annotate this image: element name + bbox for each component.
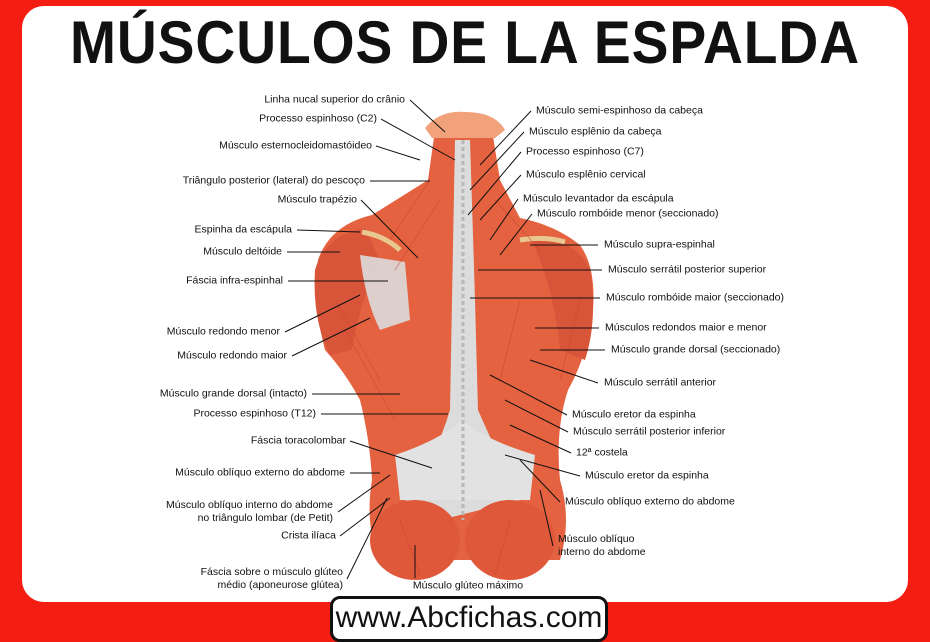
label-right-1: Músculo semi-espinhoso da cabeça xyxy=(536,104,703,117)
leader-line xyxy=(489,374,568,416)
leader-line xyxy=(479,174,522,221)
leader-line xyxy=(380,118,456,161)
label-right-14: Músculo serrátil posterior inferior xyxy=(573,425,726,438)
leader-line xyxy=(479,110,532,166)
label-right-6: Músculo rombóide menor (seccionado) xyxy=(537,207,719,220)
leader-line xyxy=(349,440,433,469)
page-title: MÚSCULOS DE LA ESPALDA xyxy=(69,9,860,76)
leader-line xyxy=(337,474,391,513)
label-right-2: Músculo esplênio da cabeça xyxy=(529,125,662,138)
label-right-3: Processo espinhoso (C7) xyxy=(526,145,644,158)
label-left-7: Músculo deltóide xyxy=(203,245,282,258)
label-right-12: Músculo serrátil anterior xyxy=(604,376,717,389)
label-left-11: Músculo grande dorsal (intacto) xyxy=(159,387,307,400)
label-right-4: Músculo esplênio cervical xyxy=(526,168,646,181)
right-gluteus xyxy=(465,500,555,580)
label-left-16: Crista ilíaca xyxy=(281,529,336,542)
label-right-10: Músculos redondos maior e menor xyxy=(605,321,767,334)
label-left-8: Fáscia infra-espinhal xyxy=(186,274,283,287)
left-gluteus xyxy=(370,500,460,580)
leader-line xyxy=(360,199,419,259)
body-figure xyxy=(314,111,594,580)
leader-line xyxy=(489,198,519,241)
leader-line xyxy=(509,424,572,454)
back-muscles-illustration xyxy=(284,99,605,580)
label-left-10: Músculo redondo maior xyxy=(177,349,287,362)
label-right-13: Músculo eretor da espinha xyxy=(572,408,696,421)
label-right-7: Músculo supra-espinhal xyxy=(604,238,715,251)
thoracolumbar-fascia xyxy=(395,420,535,500)
leader-line xyxy=(539,489,554,547)
leader-line xyxy=(469,131,525,191)
leader-line xyxy=(339,497,391,537)
label-right-15: 12ª costela xyxy=(576,446,628,459)
label-right-5: Músculo levantador da escápula xyxy=(523,192,674,205)
label-right-9: Músculo rombóide maior (seccionado) xyxy=(606,291,784,304)
label-left-5: Músculo trapézio xyxy=(277,193,357,206)
infraspinous-fascia xyxy=(360,255,410,330)
leader-line xyxy=(291,317,371,357)
website-banner[interactable]: www.Abcfichas.com xyxy=(330,596,608,642)
leader-line xyxy=(284,294,361,333)
label-left-9: Músculo redondo menor xyxy=(166,325,280,338)
leader-line xyxy=(467,151,522,216)
leader-line xyxy=(409,99,446,133)
label-bottom-gluteus-maximus: Músculo glúteo máximo xyxy=(412,579,524,592)
leader-line xyxy=(504,399,569,433)
scapular-spine-right xyxy=(519,235,566,245)
label-left-13: Fáscia toracolombar xyxy=(250,434,346,447)
label-left-2: Processo espinhoso (C2) xyxy=(259,112,377,125)
leader-lines xyxy=(284,99,605,580)
leader-line xyxy=(529,359,599,384)
leader-line xyxy=(519,459,561,503)
label-right-16: Músculo eretor da espinha xyxy=(585,469,709,482)
leader-line xyxy=(346,497,388,580)
label-left-4: Triângulo posterior (lateral) do pescoço xyxy=(182,174,365,187)
leader-line xyxy=(504,454,581,477)
label-left-6: Espinha da escápula xyxy=(194,223,293,236)
scapular-spine-left xyxy=(361,229,402,252)
label-left-12: Processo espinhoso (T12) xyxy=(193,407,316,420)
leader-line xyxy=(375,145,421,161)
label-right-17: Músculo oblíquo externo do abdome xyxy=(565,495,735,508)
leader-line xyxy=(499,213,533,256)
label-right-11: Músculo grande dorsal (seccionado) xyxy=(611,343,781,356)
label-left-3: Músculo esternocleidomastóideo xyxy=(219,139,372,152)
label-left-1: Linha nucal superior do crânio xyxy=(264,93,405,106)
label-right-8: Músculo serrátil posterior superior xyxy=(608,263,767,276)
leader-line xyxy=(296,229,361,233)
label-left-14: Músculo oblíquo externo do abdome xyxy=(175,466,345,479)
